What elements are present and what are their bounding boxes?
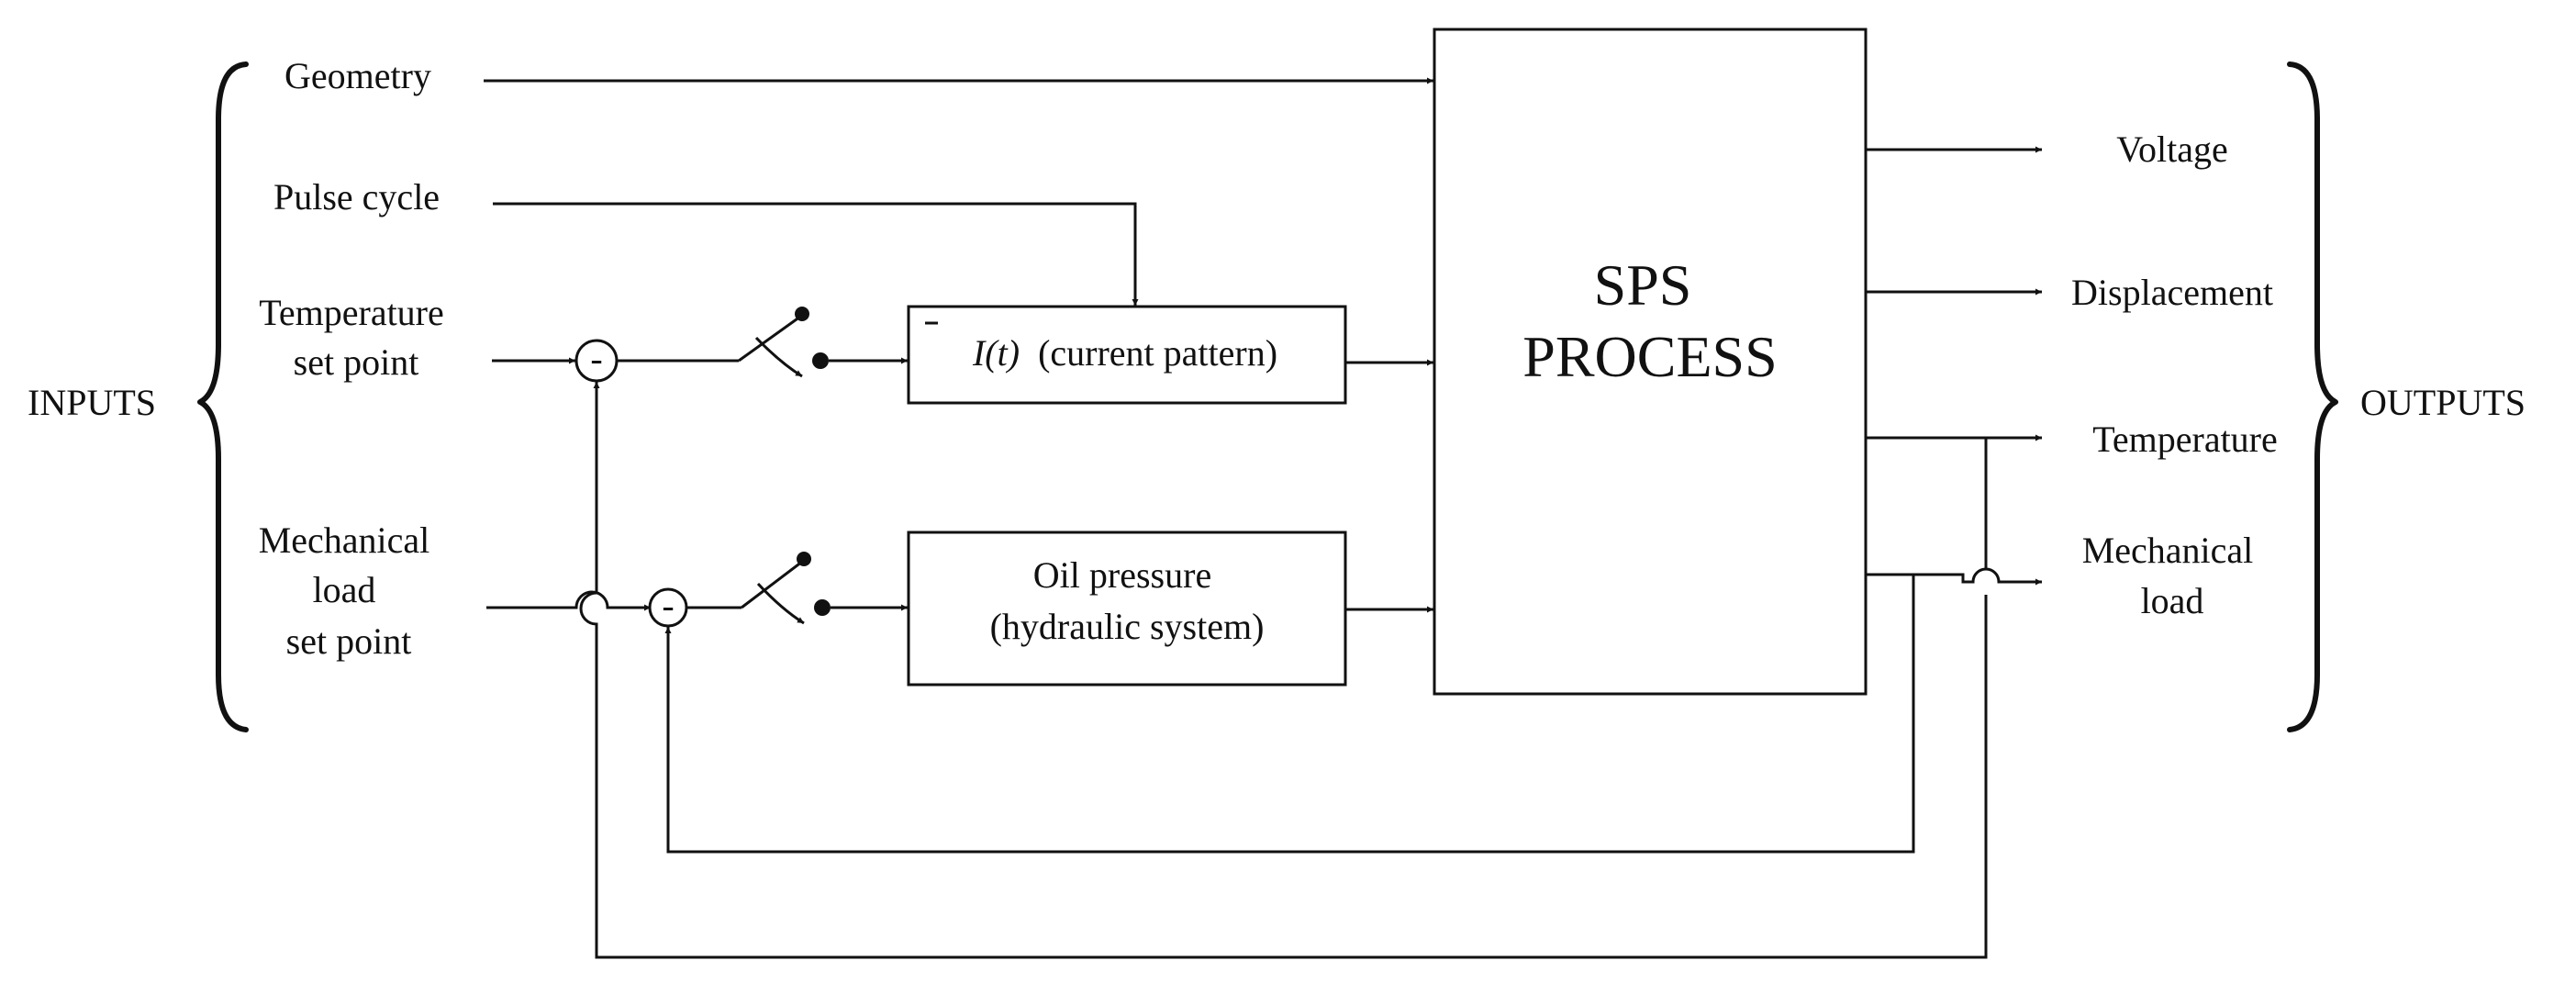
output-voltage-label: Voltage — [2116, 128, 2227, 170]
input-pulse-cycle-label: Pulse cycle — [273, 176, 440, 218]
current-pattern-label: I(t)(current pattern) — [972, 332, 1277, 374]
oil-pressure-block — [907, 531, 1347, 687]
outputs-label: OUTPUTS — [2360, 382, 2526, 423]
output-displacement-label: Displacement — [2071, 272, 2273, 313]
mechanical-switch — [741, 552, 831, 625]
mechanical-load-set-point-arrow — [486, 590, 651, 611]
outputs-brace — [2287, 61, 2338, 732]
output-mechanical-load-label: Mechanical load — [2082, 530, 2263, 621]
output-temperature-label: Temperature — [2092, 419, 2278, 460]
temperature-summing-sign: - — [590, 338, 602, 379]
temperature-switch — [738, 307, 829, 378]
input-temperature-set-point-label: Temperature set point — [259, 292, 453, 383]
inputs-brace — [197, 61, 249, 732]
input-mechanical-load-set-point-label: Mechanical load set point — [259, 519, 440, 662]
current-pattern-block — [907, 305, 1347, 405]
mechanical-load-output-arrow — [1866, 567, 2042, 586]
temperature-feedback — [579, 382, 1988, 959]
mechanical-summing-sign: - — [662, 585, 674, 626]
pulse-cycle-arrow — [493, 202, 1139, 306]
sps-process-block — [1433, 28, 1868, 696]
inputs-label: INPUTS — [28, 382, 156, 423]
mechanical-load-feedback — [664, 575, 1915, 854]
sps-process-label: SPS PROCESS — [1522, 252, 1777, 389]
input-geometry-label: Geometry — [284, 55, 431, 96]
oil-pressure-label: Oil pressure (hydraulic system) — [990, 554, 1265, 647]
